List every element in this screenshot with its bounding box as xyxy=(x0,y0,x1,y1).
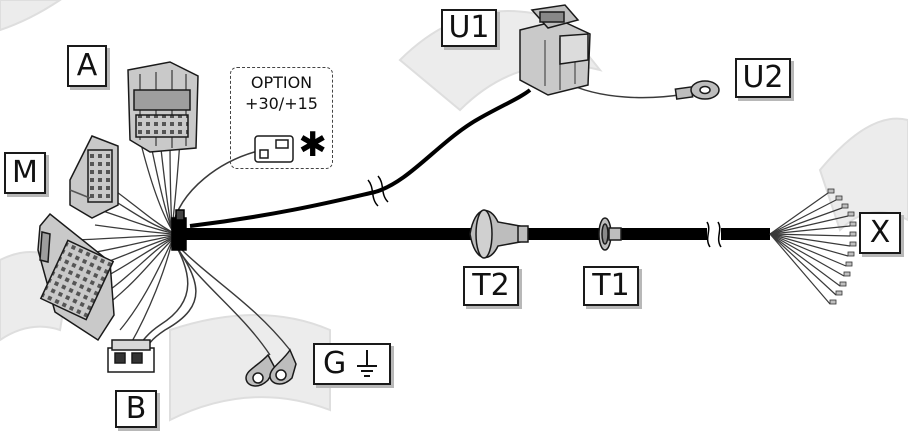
label-a: A xyxy=(67,45,107,87)
ground-symbol-icon xyxy=(357,350,378,377)
t2-grommet xyxy=(469,209,529,259)
ground-wires xyxy=(171,239,291,356)
u2-ring-terminal xyxy=(674,80,720,100)
label-t2: T2 xyxy=(463,266,519,306)
connector-large xyxy=(37,212,115,342)
connector-b xyxy=(107,339,155,373)
x-wire-fan xyxy=(769,192,851,305)
option-box: OPTION +30/+15 ✱ xyxy=(230,67,333,169)
option-value: +30/+15 xyxy=(245,94,318,113)
connector-a xyxy=(127,61,199,153)
label-g-text: G xyxy=(323,346,347,381)
ground-ring-terminals xyxy=(245,348,297,387)
t1-grommet xyxy=(598,217,622,251)
u1-module xyxy=(519,4,591,96)
label-b: B xyxy=(115,390,157,428)
label-u1: U1 xyxy=(441,9,497,47)
connector-m xyxy=(69,135,119,219)
asterisk-marker: ✱ xyxy=(298,125,328,165)
label-t1: T1 xyxy=(583,266,639,306)
u1-cable-break xyxy=(367,175,389,207)
label-x: X xyxy=(859,212,901,254)
main-cable-break xyxy=(706,221,722,248)
option-title: OPTION xyxy=(250,73,313,92)
label-g: G xyxy=(313,343,391,385)
label-m: M xyxy=(4,152,46,194)
label-u2: U2 xyxy=(735,58,791,98)
option-connector xyxy=(254,135,294,163)
x-wire-terminals xyxy=(827,188,857,305)
u1-cable xyxy=(189,88,532,228)
junction-clip xyxy=(171,209,187,251)
